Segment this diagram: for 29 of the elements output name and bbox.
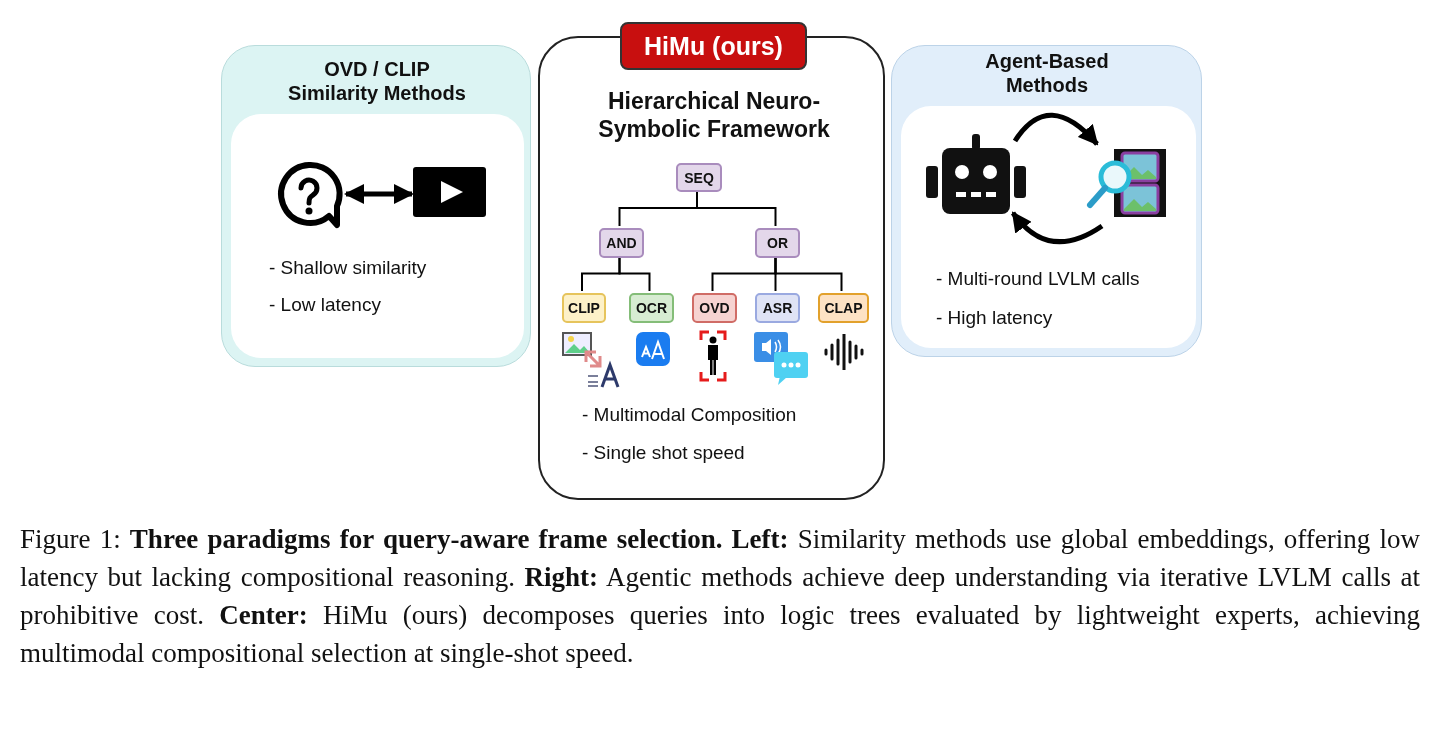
arrow — [1011, 211, 1104, 245]
method-panel — [891, 45, 1202, 357]
panel-subtitle: Hierarchical Neuro-Symbolic Framework — [597, 88, 831, 144]
logic-node: CLAP — [818, 293, 869, 323]
tree-connector — [774, 255, 843, 292]
bullet-point: - Single shot speed — [582, 442, 746, 465]
logic-node: CLIP — [562, 293, 606, 323]
logic-node: AND — [599, 228, 644, 258]
panel-title: Agent-Based Methods — [984, 49, 1110, 97]
bullet-point: - High latency — [936, 307, 1054, 330]
panel-title: OVD / CLIP Similarity Methods — [287, 57, 467, 105]
bullet-point: - Shallow similarity — [269, 257, 428, 280]
logic-node: OR — [755, 228, 800, 258]
video-play-icon — [413, 167, 486, 217]
bullet-point: - Multimodal Composition — [582, 404, 798, 427]
tree-connector — [618, 255, 651, 292]
bullet-point: - Low latency — [269, 294, 382, 317]
figure-caption: Figure 1: Three paradigms for query-aware frame selection. Left: Similarity methods use global embeddings, offering low latency but lacking compositional reasoning. Right: Agentic methods achieve deep understanding via iterative LVLM calls at prohibitive cost. Center: HiMu (ours) decomposes queries into logic trees evaluated by lightweight experts, achieving multimodal compositional selection at single-shot speed. — [20, 523, 1420, 670]
content-card — [901, 106, 1196, 348]
logic-node: OVD — [692, 293, 737, 323]
arrow — [344, 184, 414, 204]
logic-node: SEQ — [676, 163, 722, 192]
method-panel — [221, 45, 531, 367]
arrow — [1012, 112, 1099, 146]
title-badge: HiMu (ours) — [620, 22, 807, 70]
content-card — [231, 114, 524, 358]
logic-node: OCR — [629, 293, 674, 323]
logic-node: ASR — [755, 293, 800, 323]
bullet-point: - Multi-round LVLM calls — [936, 268, 1141, 291]
